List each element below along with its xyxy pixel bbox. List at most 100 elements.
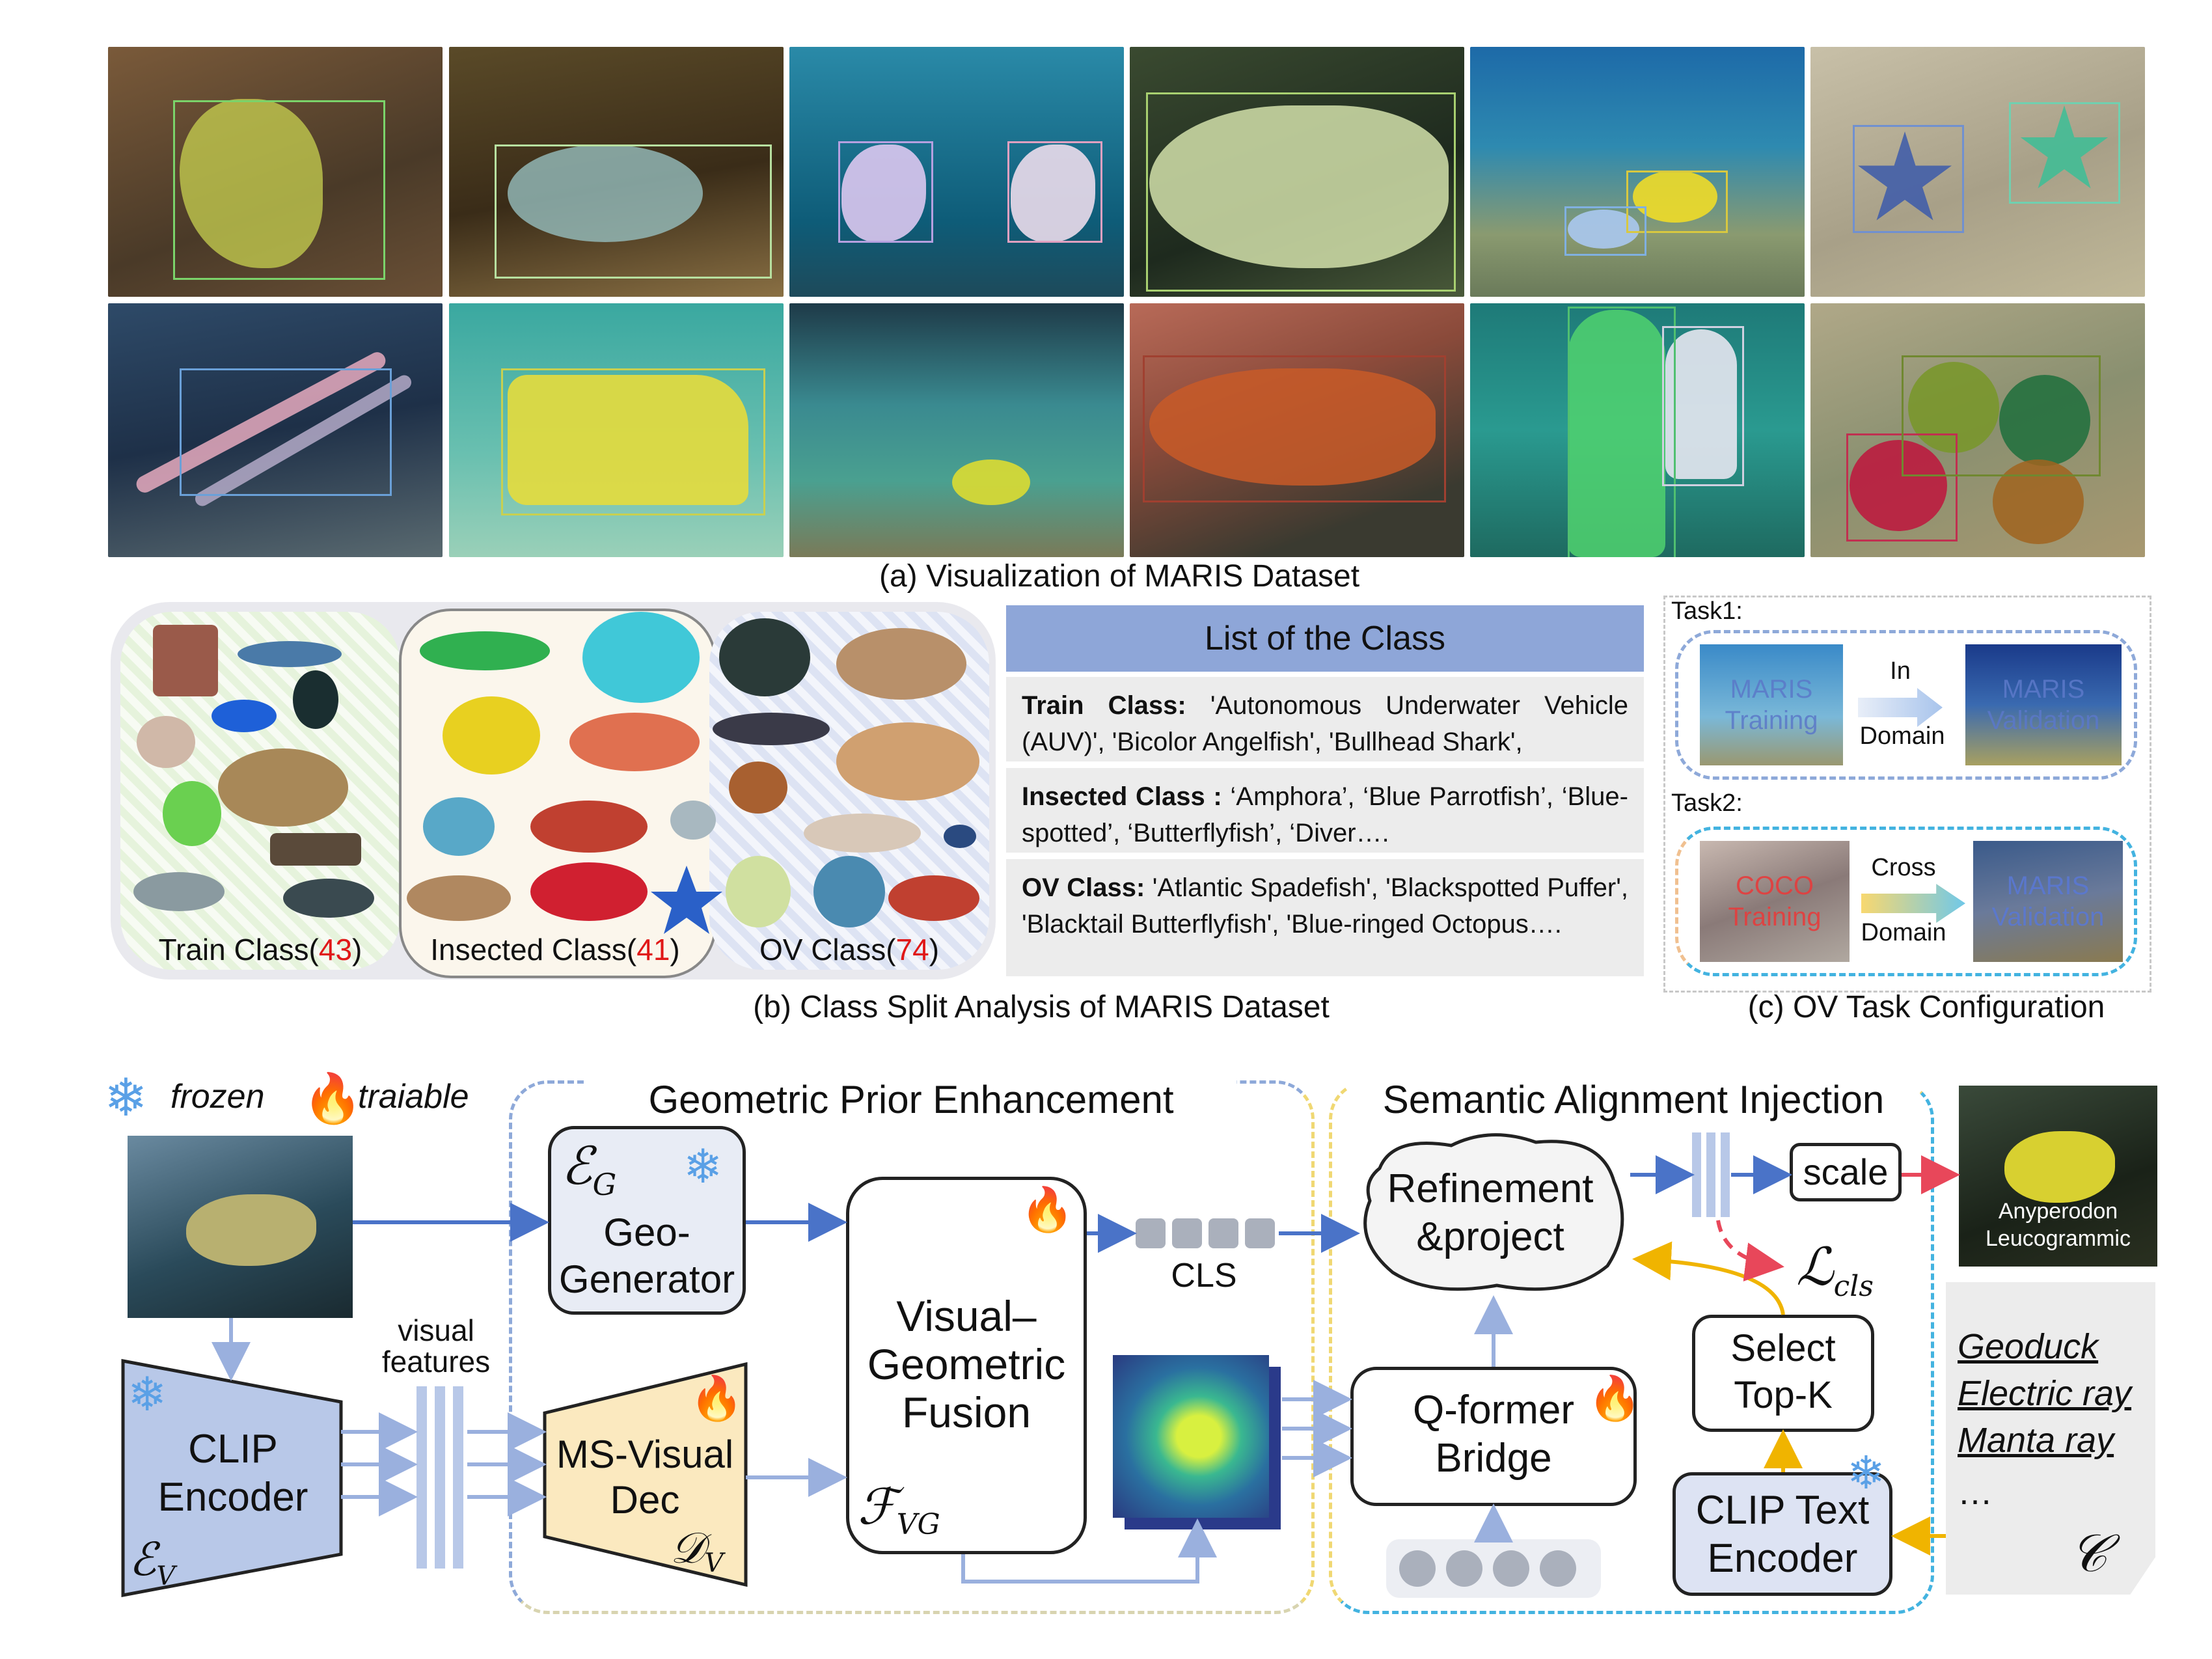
scale-label: scale: [1803, 1151, 1889, 1192]
class-creatures: [133, 612, 979, 934]
insected-class-label: Insected Class(41): [430, 933, 680, 967]
loss-symbol: ℒcls: [1796, 1237, 1874, 1303]
output-fish: [2004, 1131, 2115, 1203]
mask-grouper: [1149, 105, 1449, 268]
cls-token-4: [1245, 1218, 1275, 1248]
spider-crab: [407, 875, 511, 921]
query-token-3: [1493, 1550, 1529, 1587]
bbox: [838, 141, 933, 243]
mask-urchin-4: [1993, 459, 2084, 544]
bbox: [1902, 355, 2101, 476]
photo-trumpetfish: [108, 303, 443, 557]
mask-wreck: [508, 375, 748, 505]
cls-token-2: [1172, 1218, 1202, 1248]
fusion-block: [846, 1177, 1087, 1554]
legend-trainable: traiable: [358, 1078, 469, 1116]
input-fish: [186, 1194, 316, 1266]
refine-label: Refinement &project: [1387, 1166, 1594, 1259]
wreck-shape: [270, 833, 361, 866]
puffer-shape: [133, 872, 225, 911]
task1-arrow-top: In: [1890, 657, 1911, 685]
fusion-label: Visual– Geometric Fusion: [867, 1292, 1066, 1436]
clip-encoder-symbol: ℰV: [129, 1533, 176, 1591]
qformer-block: [1350, 1367, 1637, 1506]
task2-frame: [1675, 827, 2137, 976]
fusion-fire-icon: 🔥: [1020, 1185, 1074, 1233]
green-fish: [163, 781, 221, 846]
nudibranch: [569, 713, 700, 771]
small-fish-ov: [944, 825, 976, 848]
arrow-stack-to-loss: [1716, 1220, 1784, 1282]
clip-text-label: CLIP Text Encoder: [1695, 1488, 1870, 1581]
clip-encoder-block: [122, 1360, 341, 1595]
output-label: Anyperodon Leucogrammic: [1986, 1199, 2131, 1251]
task1-dst-image: [1965, 644, 2122, 765]
geo-gen-label: Geo- Generator: [558, 1211, 735, 1301]
task2-arrow-top: Cross: [1871, 854, 1936, 881]
mask-fish-2: [1011, 144, 1095, 242]
bbox: [1568, 307, 1676, 557]
output-image: [1959, 1086, 2157, 1267]
panel-b-caption: (b) Class Split Analysis of MARIS Datase…: [753, 990, 1330, 1024]
list-row-insected: Insected Class : ‘Amphora’, ‘Blue Parrot…: [1006, 768, 1644, 853]
photo-blue-ring-octopus: [449, 47, 784, 297]
mask-yellow-fish: [1633, 171, 1717, 223]
mask-statue-green: [1568, 310, 1665, 557]
arrow-fusion-to-map: [961, 1518, 1217, 1584]
photo-coral-grouper: [1130, 303, 1464, 557]
bbox: [1853, 125, 1964, 233]
train-class-label: Train Class(43): [158, 933, 362, 967]
shark-shape: [238, 641, 342, 667]
fish-dark: [293, 670, 338, 729]
sem-section-title: Semantic Alignment Injection: [1347, 1077, 1920, 1122]
geo-section-title: Geometric Prior Enhancement: [586, 1077, 1236, 1122]
mask-octopus: [180, 99, 323, 268]
geo-gen-symbol: ℰG: [561, 1136, 617, 1202]
fusion-symbol: ℱVG: [858, 1477, 940, 1542]
qformer-fire-icon: 🔥: [1588, 1374, 1642, 1422]
task1-dst-label: MARIS Validation: [1987, 675, 2100, 735]
panel-a-caption: (a) Visualization of MARIS Dataset: [879, 559, 1360, 594]
select-topk-label: Select Top-K: [1730, 1327, 1836, 1416]
butterflyfish: [423, 797, 495, 856]
wheel: [813, 856, 885, 927]
class-list-page: [1946, 1282, 2155, 1595]
query-token-2: [1446, 1550, 1482, 1587]
clip-text-block: [1673, 1472, 1892, 1596]
mask-urchin-3: [1850, 440, 1947, 531]
task1-frame: [1675, 630, 2137, 780]
ms-dec-fire-icon: 🔥: [690, 1374, 744, 1422]
shell: [836, 722, 979, 801]
scale-bar-1: [1692, 1132, 1701, 1217]
list-row-ov: OV Class: 'Atlantic Spadefish', 'Blacksp…: [1006, 859, 1644, 976]
bbox: [180, 368, 392, 496]
class-item-4: …: [1958, 1473, 1993, 1512]
cls-label: CLS: [1171, 1257, 1237, 1295]
red-fish: [530, 862, 648, 921]
snowflake-icon: ❄: [104, 1069, 148, 1127]
red-arrows: [1716, 1155, 1960, 1282]
scorpionfish: [888, 875, 979, 921]
photo-reef-fish: [1470, 47, 1805, 297]
bbox: [1564, 206, 1646, 256]
input-image: [128, 1136, 353, 1318]
class-item-2: Electric ray: [1958, 1374, 2132, 1413]
scale-bar-2: [1706, 1132, 1715, 1217]
auv-shape: [153, 625, 218, 696]
bbox: [1143, 355, 1446, 502]
task2-dst-label: MARIS Validation: [1991, 871, 2105, 931]
mask-fish-1: [841, 144, 926, 242]
ray: [804, 814, 921, 853]
photo-starfish: [1810, 47, 2145, 297]
fish-blue: [212, 700, 277, 732]
task1-src-image: [1700, 644, 1843, 765]
photo-octopus: [108, 47, 443, 297]
task2-src-label: COCO Training: [1728, 871, 1822, 931]
geo-generator-block: [548, 1126, 746, 1315]
task1-src-label: MARIS Training: [1725, 675, 1818, 735]
clip-encoder-outline: [121, 1359, 343, 1597]
class-item-1: Geoduck: [1958, 1327, 2099, 1366]
bbox: [1626, 171, 1728, 233]
photo-reef-surface: [789, 303, 1124, 557]
